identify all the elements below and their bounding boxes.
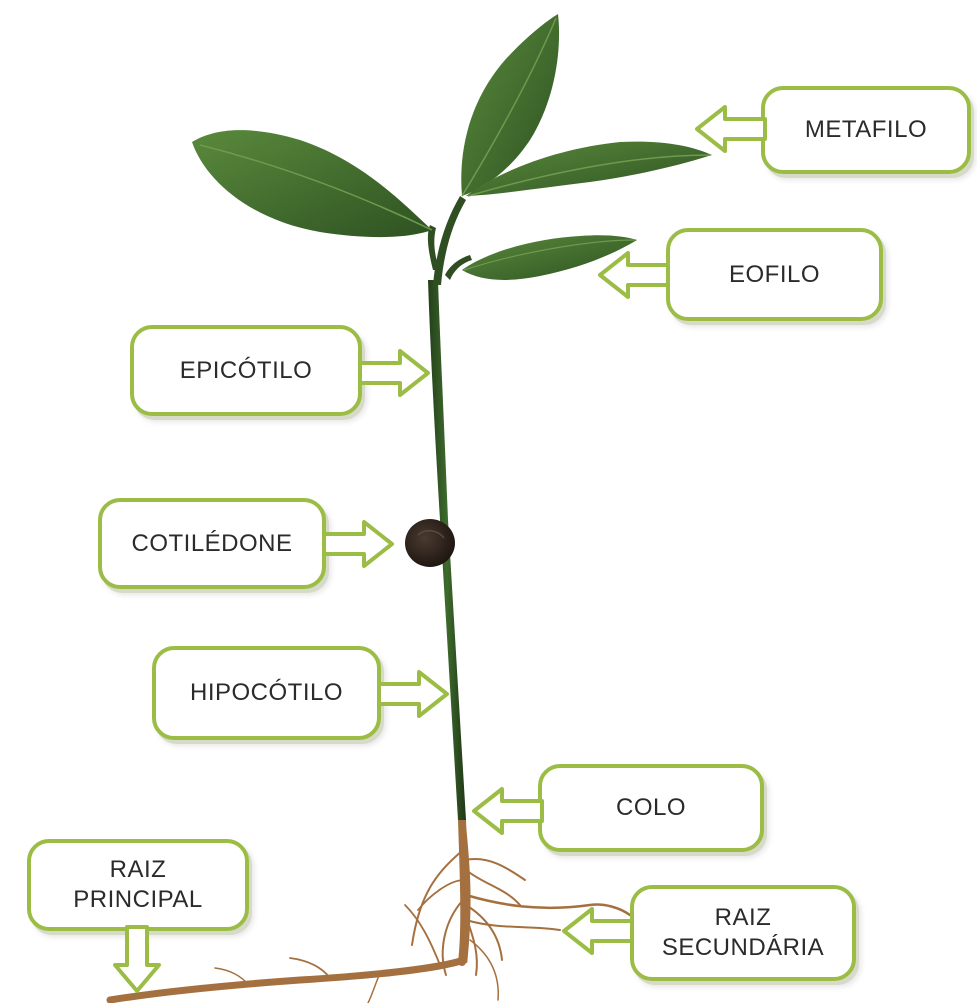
leaf-eofilo xyxy=(462,235,637,280)
label-cotiledone: COTILÉDONE xyxy=(98,498,326,589)
arrow-epicotilo xyxy=(358,349,430,397)
label-metafilo: METAFILO xyxy=(761,86,971,174)
label-colo: COLO xyxy=(538,764,764,852)
leaf-top xyxy=(461,14,560,196)
arrow-cotiledone xyxy=(322,520,394,568)
label-raiz-principal: RAIZ PRINCIPAL xyxy=(27,839,249,931)
leaves xyxy=(192,14,712,280)
arrow-hipocotilo xyxy=(377,670,449,718)
label-raiz-secundaria: RAIZ SECUNDÁRIA xyxy=(630,885,856,981)
label-epicotilo: EPICÓTILO xyxy=(130,325,362,416)
root-system xyxy=(106,816,632,1003)
arrow-eofilo xyxy=(598,251,670,299)
label-hipocotilo: HIPOCÓTILO xyxy=(152,646,381,740)
arrow-colo xyxy=(472,787,544,835)
leaf-right xyxy=(466,141,712,196)
arrow-raiz-secundaria xyxy=(562,907,634,955)
arrow-raiz-principal xyxy=(113,925,161,993)
seed-cotyledon xyxy=(405,519,455,567)
label-eofilo: EOFILO xyxy=(666,228,883,321)
leaf-left xyxy=(192,130,432,238)
arrow-metafilo xyxy=(695,105,767,153)
